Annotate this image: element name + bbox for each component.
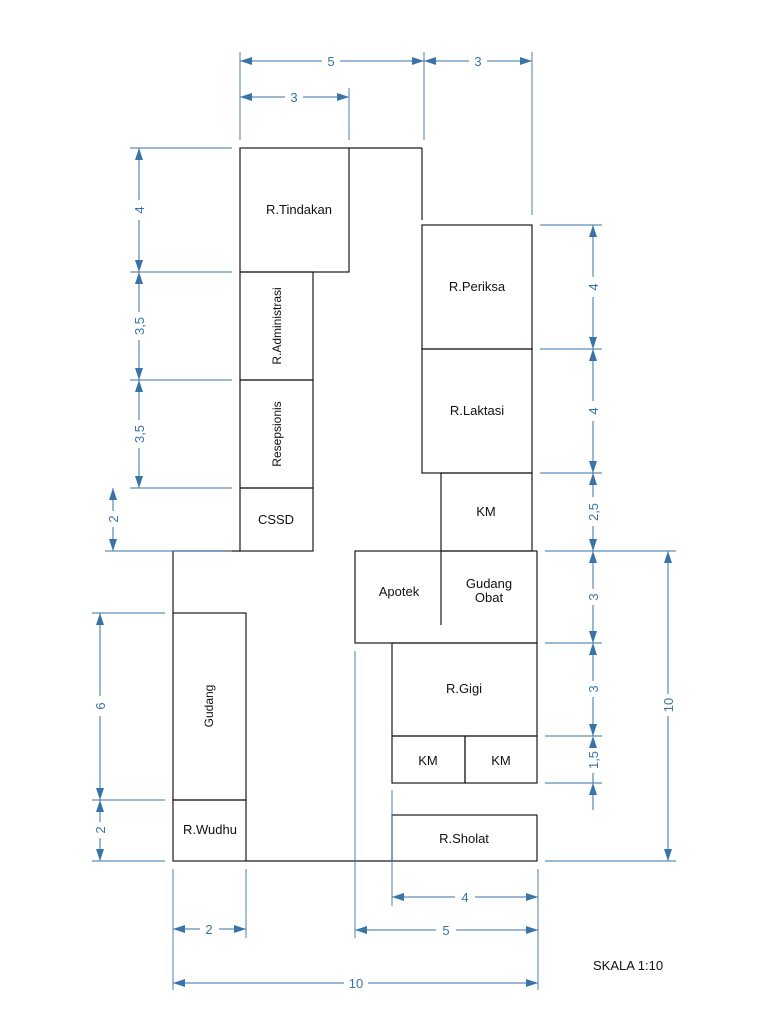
label-periksa: R.Periksa [449,279,506,294]
dim-text-right-total: 10 [661,698,676,712]
dim-right-apotek: 3 [586,551,601,643]
extension-lines [92,52,676,990]
label-wudhu: R.Wudhu [183,822,237,837]
walls [172,147,538,862]
dim-text-left-resepsionis: 3,5 [132,425,147,443]
dim-left-admin: 3,5 [132,272,147,380]
dim-left-gudang: 6 [93,613,108,800]
label-gudang-obat-line1: Gudang [466,576,512,591]
label-cssd: CSSD [258,512,294,527]
dim-top-total: 5 [240,54,424,69]
dim-text-top-inner: 3 [290,90,297,105]
label-laktasi: R.Laktasi [450,403,504,418]
dim-right-km: 2,5 [586,473,601,551]
scale-label: SKALA 1:10 [593,958,663,973]
dim-text-top-right: 3 [474,54,481,69]
label-km-right: KM [491,753,511,768]
label-gudang-obat-line2: Obat [475,590,504,605]
dim-text-left-gudang: 6 [93,702,108,709]
label-km-left: KM [418,753,438,768]
dim-right-periksa: 4 [586,225,601,349]
dim-left-tindakan: 4 [132,148,147,272]
dim-right-km2: 1,5 [586,736,601,810]
dim-right-total: 10 [661,551,676,861]
label-sholat: R.Sholat [439,831,489,846]
dim-bottom-sholat: 4 [392,890,538,905]
dim-text-top-total: 5 [327,54,334,69]
dim-bottom-wudhu: 2 [173,922,246,937]
dim-text-bottom-sholat: 4 [461,890,468,905]
dim-right-laktasi: 4 [586,349,601,473]
dim-text-right-laktasi: 4 [586,407,601,414]
dimension-lines: 5 3 3 4 [93,54,676,991]
dim-text-left-tindakan: 4 [132,206,147,213]
label-administrasi: R.Administrasi [270,287,284,364]
dim-text-right-km2: 1,5 [586,751,601,769]
dim-text-right-gigi: 3 [586,685,601,692]
dim-top-inner: 3 [240,90,349,105]
label-gigi: R.Gigi [446,681,482,696]
dim-text-bottom-total: 10 [349,976,363,991]
dim-left-resepsionis: 3,5 [132,380,147,488]
dim-text-bottom-wudhu: 2 [205,922,212,937]
room-wudhu [172,799,247,862]
dim-text-right-periksa: 4 [586,283,601,290]
label-gudang: Gudang [202,685,216,728]
room-km-right [464,735,538,784]
dim-text-left-cssd: 2 [106,515,121,522]
dim-text-left-wudhu: 2 [93,826,108,833]
label-tindakan: R.Tindakan [266,202,332,217]
label-km-upper: KM [476,504,496,519]
dim-right-gigi: 3 [586,643,601,736]
room-labels: R.Tindakan R.Administrasi Resepsionis CS… [183,202,512,846]
dim-text-left-admin: 3,5 [132,317,147,335]
dim-text-right-km: 2,5 [586,503,601,521]
dim-bottom-right: 5 [355,923,538,938]
label-apotek: Apotek [379,584,420,599]
dim-top-right: 3 [424,54,532,69]
room-cssd [239,487,314,552]
dim-left-wudhu: 2 [93,800,108,861]
dim-text-right-apotek: 3 [586,593,601,600]
label-resepsionis: Resepsionis [270,401,284,466]
dim-text-bottom-right: 5 [442,923,449,938]
dim-bottom-total: 10 [173,976,538,991]
dim-left-cssd: 2 [106,488,121,551]
